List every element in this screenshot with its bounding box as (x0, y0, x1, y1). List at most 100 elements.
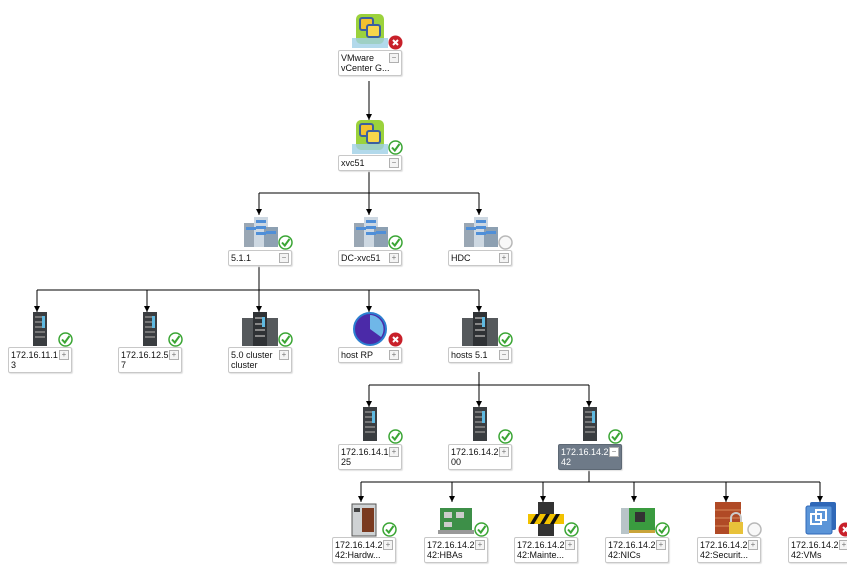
cluster-icon (462, 312, 498, 346)
node-label-line: cluster (231, 360, 258, 370)
datacenter-icon (244, 217, 278, 247)
vcenter-icon (352, 120, 388, 154)
expand-button[interactable]: + (565, 540, 575, 550)
status-ok-icon (474, 522, 489, 537)
node-label-line: 42:Mainte... (517, 550, 565, 560)
node-label[interactable]: host RP + (338, 347, 402, 363)
collapse-button[interactable]: − (609, 447, 619, 457)
node-label-line: 42:NICs (608, 550, 641, 560)
connector-arrow (817, 496, 823, 502)
node-label-line: 172.16.14.2 (451, 447, 499, 457)
node-label-line: 42:VMs (791, 550, 822, 560)
connector-arrow (476, 306, 482, 312)
expand-button[interactable]: + (59, 350, 69, 360)
node-label-line: 42:Securit... (700, 550, 748, 560)
expand-button[interactable]: + (475, 540, 485, 550)
expand-button[interactable]: + (389, 350, 399, 360)
node-label-line: 172.16.14.2 (517, 540, 565, 550)
expand-button[interactable]: + (383, 540, 393, 550)
node-label-line: 172.16.12.5 (121, 350, 169, 360)
node-label-line: xvc51 (341, 158, 365, 168)
expand-button[interactable]: + (279, 350, 289, 360)
status-unknown-icon (498, 235, 513, 250)
node-label-line: 5.1.1 (231, 253, 252, 263)
expand-button[interactable]: + (389, 447, 399, 457)
datacenter-icon (464, 217, 498, 247)
node-label-line: 3 (11, 360, 17, 370)
status-error-icon (388, 35, 403, 50)
collapse-button[interactable]: − (279, 253, 289, 263)
vcenter-icon (352, 14, 388, 48)
expand-button[interactable]: + (839, 540, 847, 550)
host-icon (33, 312, 47, 346)
node-label[interactable]: 5.1.1 − (228, 250, 292, 266)
status-ok-icon (388, 429, 403, 444)
connector-arrow (256, 306, 262, 312)
expand-button[interactable]: + (656, 540, 666, 550)
host-icon (583, 407, 597, 441)
expand-button[interactable]: + (169, 350, 179, 360)
node-label-line: HDC (451, 253, 471, 263)
expand-button[interactable]: + (499, 253, 509, 263)
node-label-line: VMware (341, 53, 375, 63)
hba-icon (438, 508, 474, 534)
node-label-line: 172.16.14.2 (561, 447, 609, 457)
node-label-line: 7 (121, 360, 127, 370)
status-ok-icon (608, 429, 623, 444)
cluster-icon (242, 312, 278, 346)
node-label-line: 172.16.11.1 (11, 350, 58, 360)
expand-button[interactable]: + (389, 253, 399, 263)
collapse-button[interactable]: − (499, 350, 509, 360)
node-label-line: 172.16.14.2 (608, 540, 656, 550)
status-ok-icon (498, 332, 513, 347)
node-label-line: 172.16.14.1 (341, 447, 389, 457)
status-ok-icon (382, 522, 397, 537)
connector-arrow (476, 401, 482, 407)
node-label-line: 172.16.14.2 (700, 540, 748, 550)
status-ok-icon (388, 140, 403, 155)
datacenter-icon (354, 217, 388, 247)
status-ok-icon (655, 522, 670, 537)
host-icon (363, 407, 377, 441)
status-error-icon (388, 332, 403, 347)
node-label[interactable]: hosts 5.1 − (448, 347, 512, 363)
connector-arrow (449, 496, 455, 502)
vms-icon (805, 502, 836, 535)
status-ok-icon (278, 332, 293, 347)
expand-button[interactable]: + (499, 447, 509, 457)
node-label-line: 00 (451, 457, 462, 467)
node-label-line: 25 (341, 457, 352, 467)
node-label-line: host RP (341, 350, 374, 360)
connector-arrow (631, 496, 637, 502)
node-label-line: 172.16.14.2 (335, 540, 383, 550)
resource-pool-icon (353, 312, 387, 346)
node-label[interactable]: HDC + (448, 250, 512, 266)
connector-arrow (366, 306, 372, 312)
host-icon (143, 312, 157, 346)
node-label-line: 5.0 cluster (231, 350, 273, 360)
status-ok-icon (58, 332, 73, 347)
hardware-icon (351, 503, 377, 537)
connector-arrow (366, 209, 372, 215)
node-label-line: 42:HBAs (427, 550, 463, 560)
node-label[interactable]: xvc51 − (338, 155, 402, 171)
node-label-line: hosts 5.1 (451, 350, 488, 360)
collapse-button[interactable]: − (389, 158, 399, 168)
collapse-button[interactable]: − (389, 53, 399, 63)
expand-button[interactable]: + (748, 540, 758, 550)
node-label[interactable]: DC-xvc51 + (338, 250, 402, 266)
